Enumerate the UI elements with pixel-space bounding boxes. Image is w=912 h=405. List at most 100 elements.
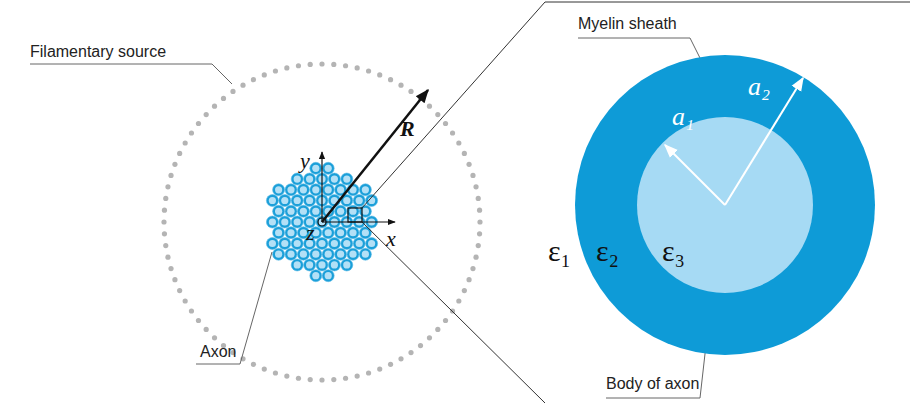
axon — [310, 184, 322, 196]
axon — [291, 259, 303, 271]
axon — [322, 184, 334, 196]
source-dot — [308, 377, 313, 382]
source-dot — [163, 243, 168, 248]
axon — [359, 248, 371, 260]
axon — [335, 248, 347, 260]
source-dot — [435, 327, 440, 332]
axon — [322, 270, 334, 282]
source-dot — [456, 140, 461, 145]
callout-label: Myelin sheath — [578, 16, 677, 32]
callout-label: Body of axon — [606, 376, 699, 392]
axon — [322, 227, 334, 239]
vector-label: R — [400, 118, 415, 140]
source-dot — [427, 104, 432, 109]
axon — [335, 227, 347, 239]
source-dot — [273, 68, 278, 73]
axon — [273, 227, 285, 239]
source-dot — [377, 366, 382, 371]
axon — [266, 216, 278, 228]
source-dot — [398, 83, 403, 88]
source-dot — [476, 243, 481, 248]
source-dot — [177, 151, 182, 156]
source-dot — [377, 72, 382, 77]
axon — [366, 237, 378, 249]
axon — [353, 237, 365, 249]
radius-a1 — [665, 145, 725, 205]
axon — [347, 227, 359, 239]
zoom-square — [348, 208, 362, 222]
axon — [266, 237, 278, 249]
source-dot — [251, 362, 256, 367]
axon — [322, 162, 334, 174]
source-dot — [162, 208, 167, 213]
source-dot — [462, 288, 467, 293]
source-dot — [473, 184, 478, 189]
source-dot — [418, 343, 423, 348]
source-dot — [296, 63, 301, 68]
axon — [341, 173, 353, 185]
axon — [310, 162, 322, 174]
source-dot — [477, 219, 482, 224]
zoom-lines — [362, 2, 910, 403]
source-dot — [296, 376, 301, 381]
source-dot — [343, 376, 348, 381]
source-dot — [466, 162, 471, 167]
axon — [316, 259, 328, 271]
source-dot — [435, 112, 440, 117]
source-dot — [204, 112, 209, 117]
source-dot — [273, 370, 278, 375]
source-dot — [388, 362, 393, 367]
axon — [285, 205, 297, 217]
source-dot — [161, 219, 166, 224]
permittivity-label: ε₃ — [662, 236, 685, 266]
axon — [304, 259, 316, 271]
axon — [273, 184, 285, 196]
source-dot — [168, 266, 173, 271]
axon — [347, 205, 359, 217]
source-dot — [450, 130, 455, 135]
r-vector — [322, 90, 428, 222]
axon — [322, 248, 334, 260]
source-dot — [262, 366, 267, 371]
axis-label: x — [386, 228, 396, 250]
source-dot — [319, 377, 324, 382]
source-dot — [196, 121, 201, 126]
axis-label: z — [306, 222, 315, 244]
axon — [279, 237, 291, 249]
myelin-sheath — [575, 55, 875, 355]
source-dot — [251, 77, 256, 82]
permittivity-label: ε₂ — [596, 236, 619, 266]
source-dot — [476, 196, 481, 201]
source-dot — [262, 72, 267, 77]
source-dot — [284, 65, 289, 70]
source-dot — [473, 255, 478, 260]
source-dot — [477, 231, 482, 236]
axon — [359, 227, 371, 239]
axon — [297, 184, 309, 196]
source-dot — [165, 255, 170, 260]
source-dot — [165, 184, 170, 189]
axon — [291, 216, 303, 228]
axon — [273, 205, 285, 217]
filamentary-source — [161, 61, 482, 382]
source-dot — [470, 173, 475, 178]
axon — [335, 205, 347, 217]
dimension-label: a₁ — [672, 104, 694, 130]
source-dot — [331, 62, 336, 67]
source-dot — [172, 277, 177, 282]
source-dot — [212, 104, 217, 109]
source-dot — [408, 350, 413, 355]
source-dot — [177, 288, 182, 293]
source-dot — [196, 318, 201, 323]
source-dot — [355, 373, 360, 378]
axon — [366, 195, 378, 207]
source-dot — [427, 335, 432, 340]
axon — [297, 205, 309, 217]
axon — [291, 195, 303, 207]
dimension-label: a₂ — [748, 74, 770, 100]
axon — [291, 173, 303, 185]
axon — [285, 184, 297, 196]
axon — [291, 237, 303, 249]
source-dot — [183, 140, 188, 145]
